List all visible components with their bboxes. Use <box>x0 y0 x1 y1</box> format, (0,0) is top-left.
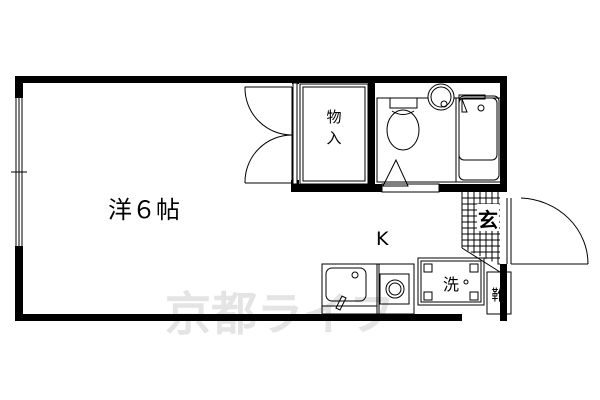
closet-label-2: 入 <box>326 129 341 147</box>
sink-basin-icon <box>427 83 455 111</box>
window-left <box>11 98 27 246</box>
wall-left-top <box>15 76 23 98</box>
walls <box>15 76 507 321</box>
wall-closet-bath <box>368 76 375 192</box>
toilet-bowl-icon <box>386 109 420 151</box>
stove-icon <box>379 273 410 305</box>
kitchen-sink-icon <box>325 267 367 302</box>
washer-area <box>417 257 485 306</box>
wall-right-upper <box>500 76 507 191</box>
wall-top <box>15 76 507 83</box>
bathroom <box>376 83 503 187</box>
front-door[interactable] <box>506 197 589 265</box>
entrance-label: 玄 <box>478 208 498 232</box>
washer-label: 洗 <box>443 275 459 294</box>
wall-left-bottom <box>15 246 23 321</box>
entrance-step-edge <box>461 247 501 273</box>
toilet-tank <box>389 97 418 109</box>
wall-bottom <box>15 314 462 321</box>
bath-door-opening <box>381 183 440 193</box>
shoe-box-label: 靴 <box>491 286 506 304</box>
closet-label-1: 物 <box>326 108 341 126</box>
bathtub-icon <box>458 95 500 181</box>
kitchen-label: K <box>376 228 389 250</box>
shoe-box <box>486 271 512 315</box>
closet: 物 入 <box>299 83 369 185</box>
closet-doors[interactable] <box>244 86 293 184</box>
door-triangle <box>382 158 409 187</box>
western-room-label: 洋６帖 <box>108 196 180 224</box>
kitchen-counter <box>321 257 512 315</box>
wall-right-lower <box>500 264 507 321</box>
entrance: 玄 <box>461 192 501 273</box>
